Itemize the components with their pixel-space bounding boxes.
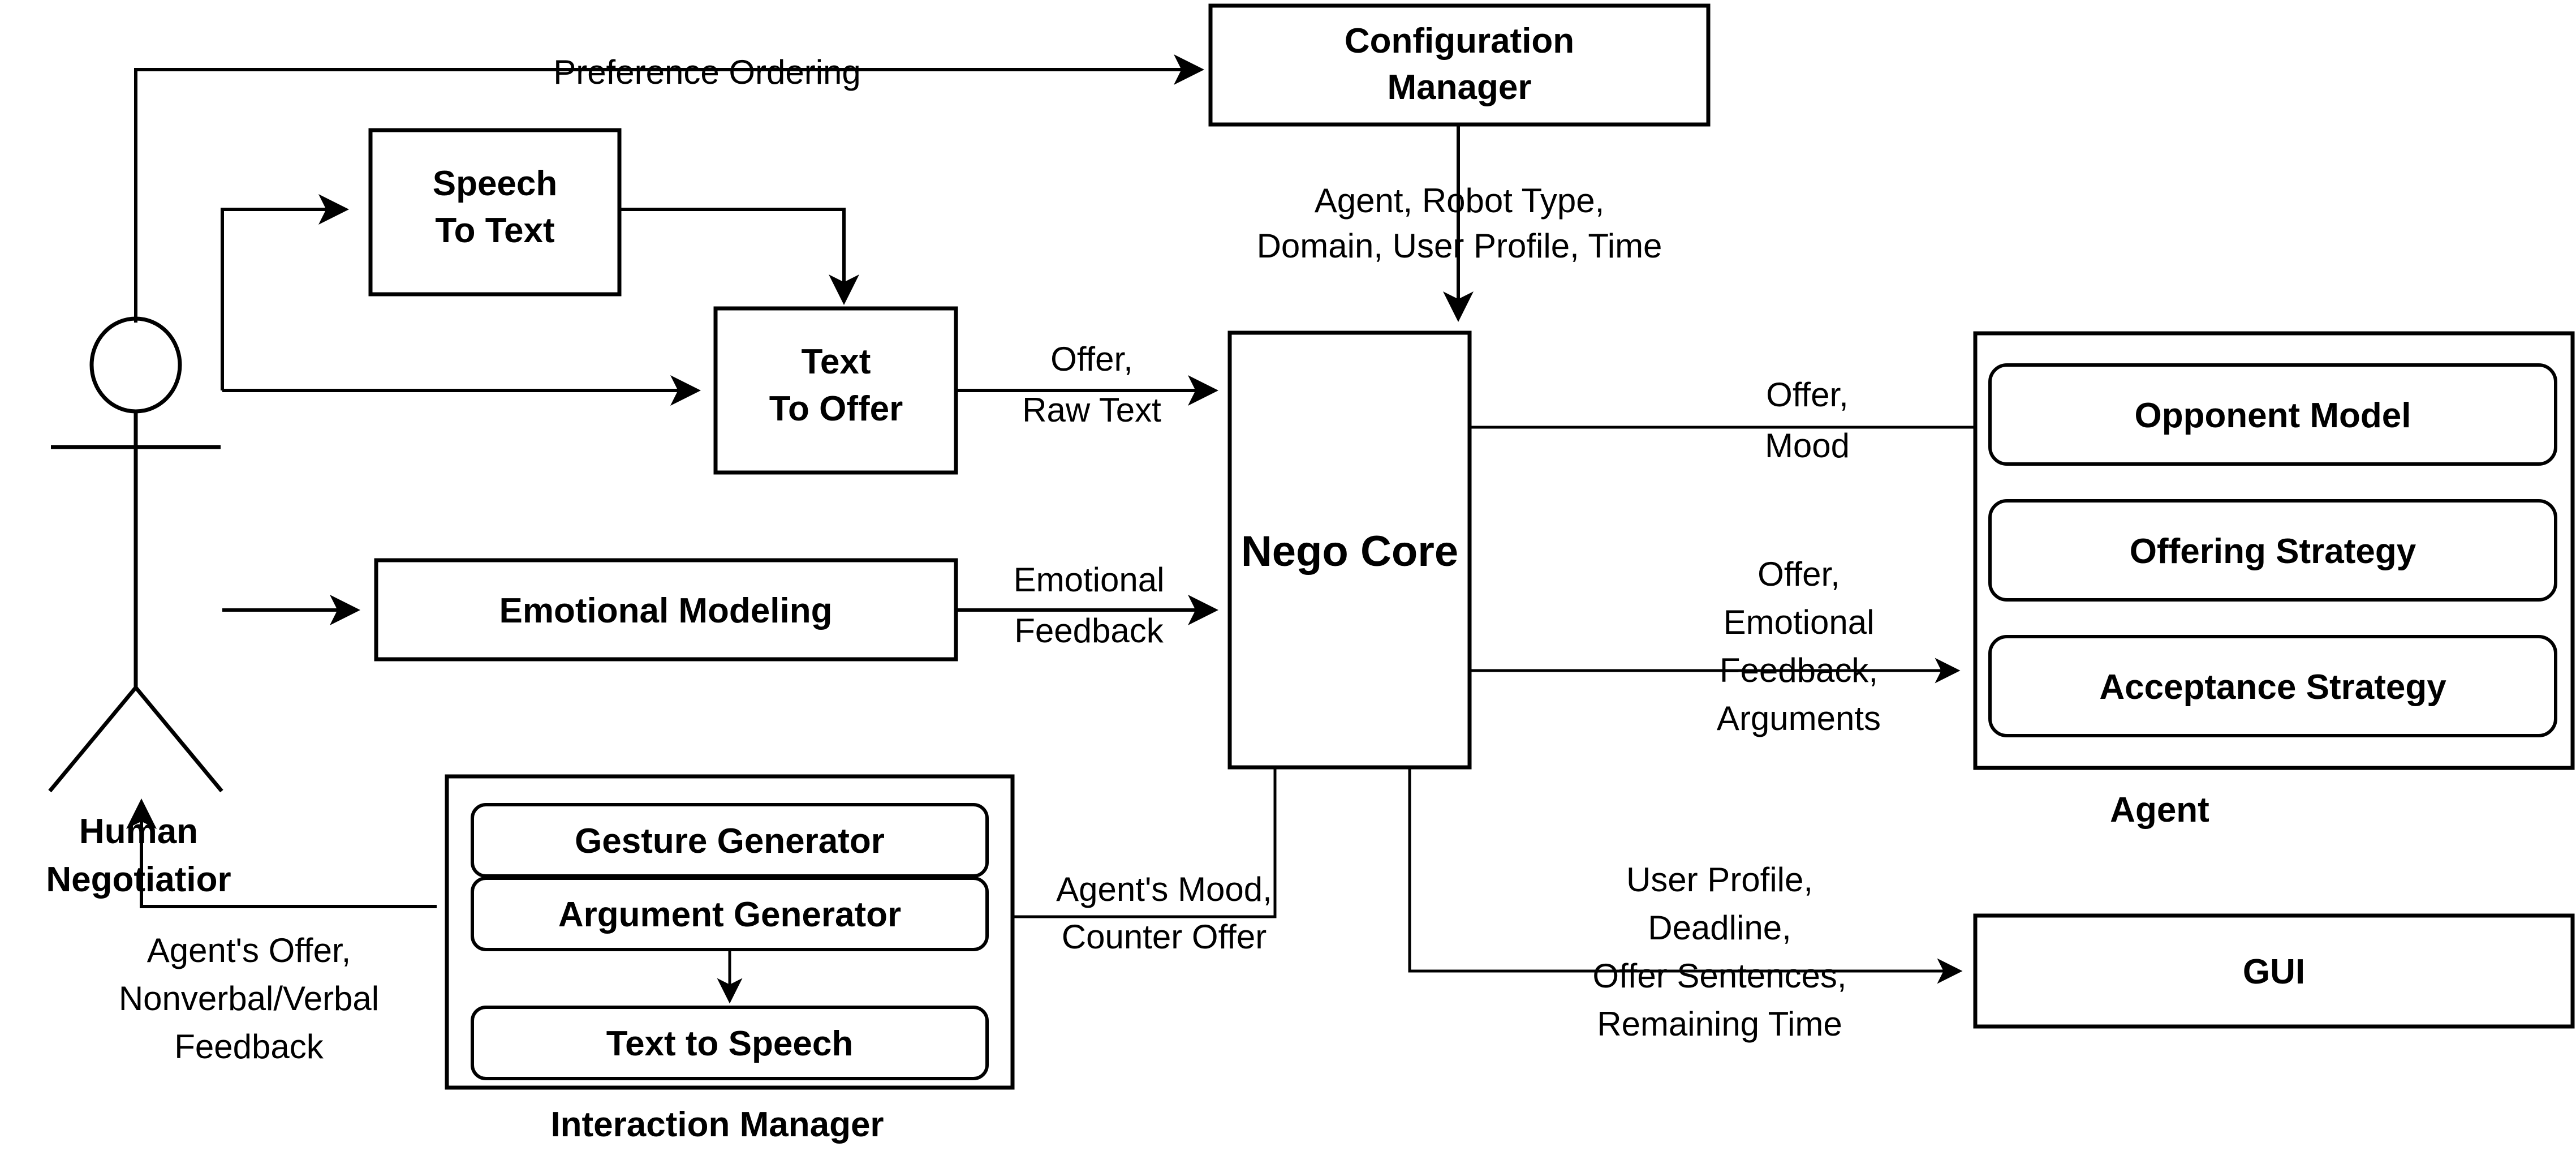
edge-label-config-out-line2: Domain, User Profile, Time — [1257, 227, 1662, 265]
agent-item-acceptance-strategy[interactable]: Acceptance Strategy — [1988, 635, 2557, 737]
edge-label-offer-emofb-args-line1: Offer, — [1757, 555, 1840, 593]
interaction-item-text-to-speech[interactable]: Text to Speech — [471, 1006, 989, 1080]
stick-figure-legs-icon — [48, 686, 223, 793]
edge-label-emotional-feedback-line2: Feedback — [1014, 612, 1164, 650]
speech-to-text-label-line1: Speech — [433, 164, 558, 203]
edge-label-offer-mood-line2: Mood — [1765, 427, 1850, 465]
box-configuration-manager[interactable]: Configuration Manager — [1208, 3, 1711, 127]
edge-label-preference-ordering: Preference Ordering — [553, 53, 861, 91]
interaction-item-argument-generator[interactable]: Argument Generator — [471, 877, 989, 951]
edge-label-agents-offer-line3: Feedback — [174, 1028, 324, 1066]
edge-nego-core-to-gui — [1408, 768, 1963, 984]
edge-label-agents-offer-line1: Agent's Offer, — [147, 931, 351, 969]
argument-generator-label: Argument Generator — [558, 895, 901, 934]
gesture-generator-label: Gesture Generator — [575, 822, 885, 861]
edge-label-gui-feed-line4: Remaining Time — [1597, 1005, 1842, 1043]
box-text-to-offer[interactable]: Text To Offer — [713, 306, 958, 475]
text-to-offer-label-line1: Text — [802, 342, 871, 381]
edge-label-offer-mood-line1: Offer, — [1766, 376, 1849, 414]
configuration-manager-label-line1: Configuration — [1345, 22, 1574, 61]
edge-human-to-speech-to-text — [221, 194, 349, 390]
edge-speech-to-text-to-text-to-offer — [583, 208, 859, 305]
group-agent: Opponent Model Offering Strategy Accepta… — [1973, 331, 2575, 830]
text-to-speech-label: Text to Speech — [606, 1024, 853, 1063]
text-to-offer-label-line2: To Offer — [769, 389, 903, 428]
edge-label-emotional-feedback-line1: Emotional — [1014, 561, 1165, 599]
acceptance-strategy-label: Acceptance Strategy — [2099, 668, 2446, 707]
edge-interaction-manager-to-human — [126, 798, 437, 908]
box-nego-core[interactable]: Nego Core — [1227, 330, 1472, 770]
human-negotiator-label-line1: Human — [79, 812, 198, 851]
emotional-modeling-label: Emotional Modeling — [499, 591, 833, 630]
interaction-item-gesture-generator[interactable]: Gesture Generator — [471, 803, 989, 878]
stick-figure-head-icon — [89, 316, 182, 414]
box-gui[interactable]: GUI — [1973, 913, 2575, 1029]
edge-label-offer-emofb-args-line3: Feedback, — [1720, 651, 1878, 689]
interaction-manager-group-caption: Interaction Manager — [550, 1105, 884, 1144]
edge-label-gui-feed-line2: Deadline, — [1648, 909, 1791, 947]
group-interaction-manager: Gesture Generator Argument Generator Tex… — [445, 774, 1015, 1144]
edge-label-gui-feed-line3: Offer Sentences, — [1592, 957, 1846, 995]
gui-label: GUI — [2243, 952, 2305, 991]
speech-to-text-label-line2: To Text — [435, 211, 554, 250]
human-negotiator-figure — [48, 316, 223, 793]
edge-label-agents-offer-line2: Nonverbal/Verbal — [119, 980, 379, 1017]
edge-label-agents-mood-line2: Counter Offer — [1062, 918, 1267, 956]
edge-preference-ordering — [134, 54, 1204, 323]
agent-group-caption: Agent — [2110, 791, 2209, 830]
edge-label-offer-emofb-args-line4: Arguments — [1717, 699, 1881, 737]
edge-label-offer-raw-text-line2: Raw Text — [1022, 391, 1161, 429]
offering-strategy-label: Offering Strategy — [2130, 532, 2416, 571]
edge-label-agents-mood-line1: Agent's Mood, — [1056, 870, 1272, 908]
opponent-model-label: Opponent Model — [2134, 396, 2411, 435]
edge-label-config-out-line1: Agent, Robot Type, — [1315, 182, 1605, 220]
edge-label-offer-raw-text-line1: Offer, — [1050, 340, 1133, 378]
edge-label-gui-feed-line1: User Profile, — [1626, 861, 1813, 899]
human-negotiator-label-line2: Negotiatior — [46, 860, 231, 899]
agent-item-offering-strategy[interactable]: Offering Strategy — [1988, 499, 2557, 602]
edge-label-offer-emofb-args-line2: Emotional — [1724, 603, 1875, 641]
agent-item-opponent-model[interactable]: Opponent Model — [1988, 363, 2557, 466]
box-emotional-modeling[interactable]: Emotional Modeling — [374, 558, 958, 662]
configuration-manager-label-line2: Manager — [1388, 68, 1532, 107]
box-speech-to-text[interactable]: Speech To Text — [368, 128, 622, 297]
nego-core-label: Nego Core — [1241, 527, 1458, 576]
